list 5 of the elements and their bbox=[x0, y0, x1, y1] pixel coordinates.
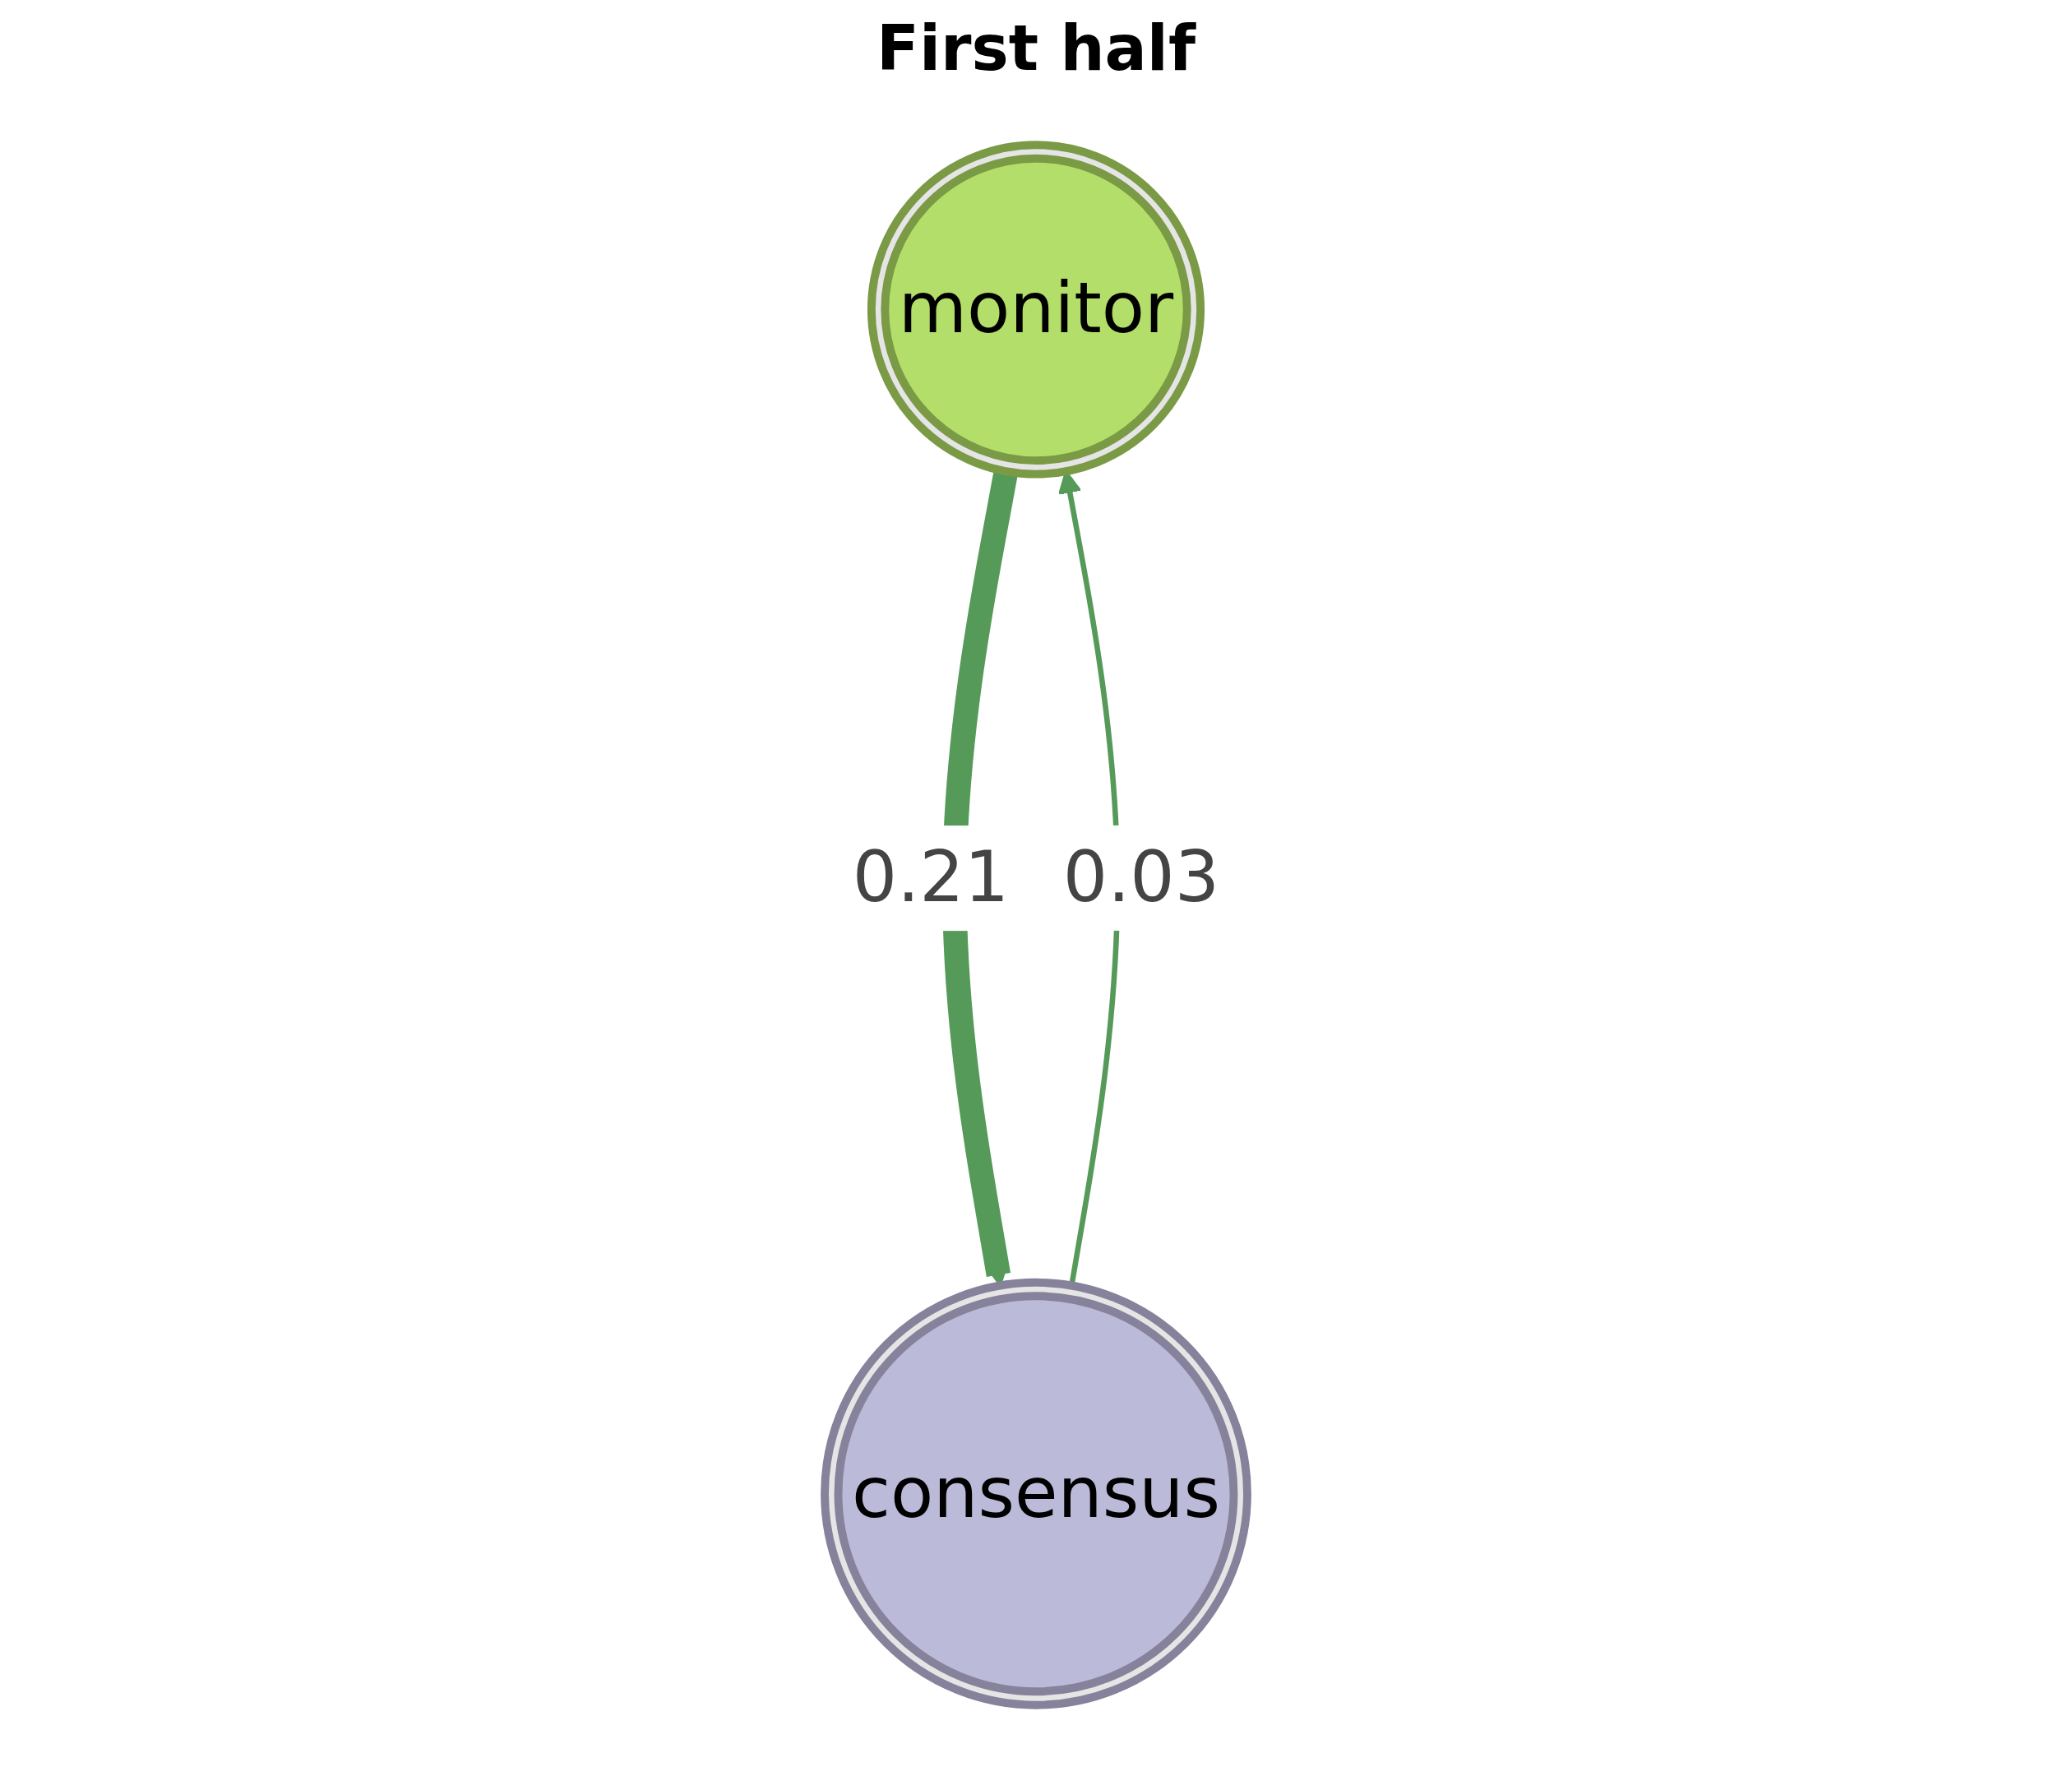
edge-label: 0.03 bbox=[1062, 835, 1220, 918]
diagram-title: First half bbox=[876, 12, 1196, 85]
node-circle: monitor bbox=[867, 141, 1205, 479]
node-circle: consensus bbox=[821, 1278, 1251, 1709]
edge-label: 0.21 bbox=[852, 836, 1010, 918]
